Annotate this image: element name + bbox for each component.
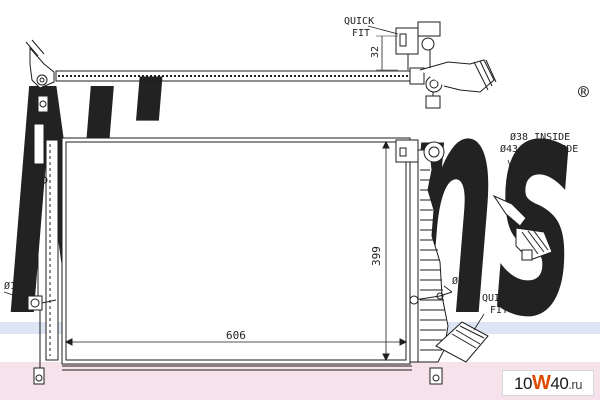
radiator-core [61, 137, 412, 371]
badge-part-4: .ru [568, 377, 582, 392]
badge-part-2: W [531, 372, 551, 394]
upper-tube [25, 21, 497, 113]
site-badge: 10W40.ru [502, 370, 594, 396]
quick-fit-top-label-1: QUICK [344, 16, 374, 27]
line-art [3, 21, 553, 385]
dim-399-label: 399 [370, 246, 383, 266]
pipe-left-leader [3, 291, 29, 301]
pipe-left-diameter-label: Ø18 [4, 280, 22, 292]
dim-606-label: 606 [226, 329, 246, 342]
inside-diameter-label: Ø38 INSIDE [510, 131, 570, 143]
hose-connector-detail [492, 159, 553, 261]
pipe-right-leader [443, 285, 453, 293]
pink-band [0, 362, 600, 400]
badge-part-1: 10 [514, 374, 532, 393]
right-tank [395, 139, 489, 385]
watermark-reg-mark: ® [578, 82, 589, 103]
left-tank [27, 123, 59, 385]
quick-fit-bottom-label-1: QUICK [482, 293, 512, 304]
quick-fit-bottom-label-2: FIT [490, 305, 508, 316]
pipe-right-diameter-label: Ø18 [452, 275, 470, 287]
badge-part-3: 40 [550, 374, 569, 393]
dim-32-label: 32 [370, 46, 381, 58]
outside-diameter-label: Ø43,5 OUTSIDE [500, 143, 578, 155]
quick-fit-bottom-leader [473, 313, 485, 331]
quick-fit-top-label-2: FIT [352, 28, 370, 39]
quick-fit-top-leader [367, 25, 399, 35]
